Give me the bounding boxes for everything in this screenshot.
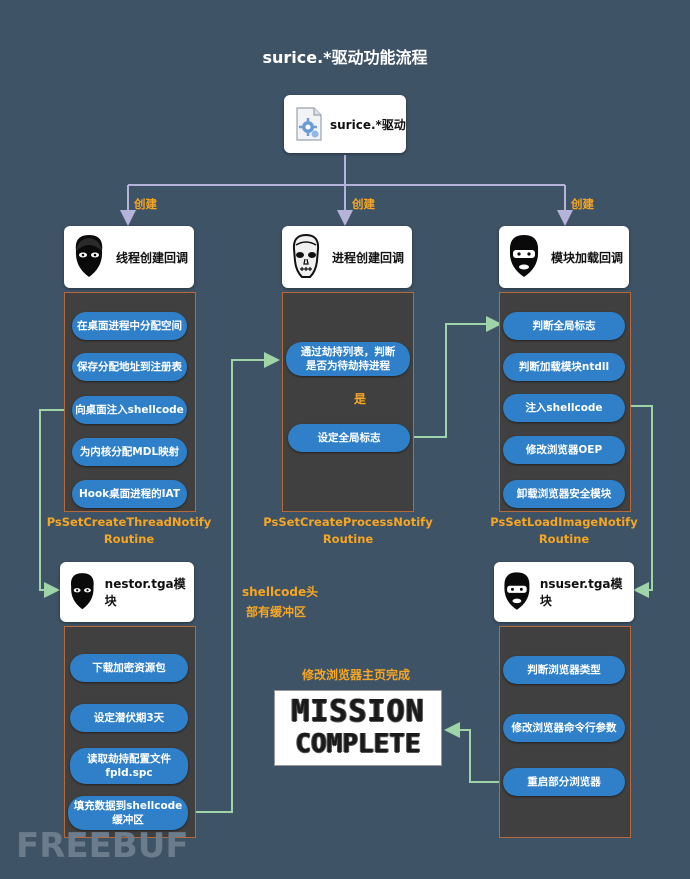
- process-routine-label: PsSetCreateProcessNotify Routine: [260, 514, 436, 548]
- thread-routine-line2: Routine: [103, 532, 155, 546]
- masked-hacker-icon: [75, 235, 103, 277]
- module-step-modify-oep: 修改浏览器OEP: [503, 436, 625, 464]
- process-routine-line1: PsSetCreateProcessNotify: [263, 515, 433, 529]
- nestor-step-fill-line1: 填充数据到shellcode: [73, 800, 183, 812]
- diagram-title: surice.*驱动功能流程: [262, 48, 428, 67]
- process-callback-label: 进程创建回调: [332, 250, 405, 265]
- balaclava-icon: [504, 572, 530, 610]
- thread-step-hook-iat: Hook桌面进程的IAT: [72, 480, 187, 508]
- nestor-step-dormancy: 设定潜伏期3天: [70, 704, 188, 732]
- process-step-check-hijack: 通过劫持列表，判断 是否为待劫持进程: [286, 342, 410, 376]
- nsuser-module-label: nsuser.tga模块: [539, 577, 623, 608]
- module-callback-card: 模块加载回调: [499, 226, 629, 288]
- process-step-check-line1: 通过劫持列表，判断: [300, 346, 396, 358]
- thread-callback-label: 线程创建回调: [116, 250, 189, 265]
- module-step-check-ntdll: 判断加载模块ntdll: [503, 353, 625, 381]
- thread-routine-line1: PsSetCreateThreadNotify: [46, 515, 212, 529]
- edge-label-create-mid: 创建: [352, 197, 375, 211]
- balaclava-icon: [509, 235, 539, 277]
- masked-hacker-icon: [70, 573, 94, 610]
- thread-callback-card: 线程创建回调: [64, 226, 194, 288]
- module-step-unload-security: 卸载浏览器安全模块: [503, 480, 625, 508]
- module-callback-label: 模块加载回调: [551, 250, 624, 265]
- nestor-step-read-config: 读取劫持配置文件 fpld.spc: [70, 748, 188, 784]
- thread-step-inject-shellcode: 向桌面注入shellcode: [72, 396, 187, 424]
- edge-label-create-right: 创建: [571, 197, 594, 211]
- connector-flag-to-module: [410, 316, 502, 438]
- nsuser-step-browser-type: 判断浏览器类型: [503, 656, 625, 684]
- edge-label-yes: 是: [354, 392, 367, 406]
- shellcode-note-line1: shellcode头: [242, 585, 319, 599]
- module-step-check-flag: 判断全局标志: [503, 312, 625, 340]
- process-panel: [282, 292, 414, 512]
- nestor-step-download: 下载加密资源包: [70, 654, 188, 682]
- thread-routine-label: PsSetCreateThreadNotify Routine: [40, 514, 218, 548]
- module-routine-line1: PsSetLoadImageNotify: [490, 515, 638, 529]
- thread-step-save-registry: 保存分配地址到注册表: [72, 353, 187, 381]
- nestor-step-read-config-line2: fpld.spc: [105, 767, 153, 779]
- edge-label-create-left: 创建: [134, 197, 157, 211]
- nestor-step-fill-line2: 缓冲区: [112, 814, 144, 826]
- process-step-set-flag: 设定全局标志: [288, 424, 410, 452]
- thread-step-allocate: 在桌面进程中分配空间: [72, 312, 187, 340]
- shellcode-buffer-note: shellcode头 部有缓冲区: [242, 582, 318, 622]
- module-step-inject-shellcode: 注入shellcode: [503, 394, 625, 422]
- connector-restart-to-mission: [444, 722, 500, 783]
- process-callback-card: 进程创建回调: [282, 226, 412, 288]
- nsuser-step-modify-cmdline: 修改浏览器命令行参数: [503, 714, 625, 742]
- nestor-module-label: nestor.tga模块: [104, 577, 186, 608]
- module-routine-line2: Routine: [538, 532, 590, 546]
- gear-file-icon: [296, 107, 322, 141]
- skull-face-icon: [292, 233, 320, 278]
- shellcode-note-line2: 部有缓冲区: [246, 605, 307, 619]
- connector-inject-to-nsuser: [625, 405, 653, 598]
- freebuf-watermark: FREEBUF: [16, 826, 189, 866]
- process-step-check-line2: 是否为待劫持进程: [306, 360, 390, 372]
- connector-fill-to-process: [187, 352, 280, 813]
- nsuser-module-card: nsuser.tga模块: [494, 562, 634, 622]
- mission-complete-stamp: MISSION COMPLETE: [274, 690, 442, 766]
- thread-step-kernel-mdl: 为内核分配MDL映射: [72, 438, 187, 466]
- nestor-module-card: nestor.tga模块: [60, 562, 194, 622]
- process-routine-line2: Routine: [322, 532, 374, 546]
- connector-inject-to-nestor: [39, 409, 72, 598]
- homepage-modified-label: 修改浏览器主页完成: [302, 668, 411, 682]
- nestor-step-read-config-line1: 读取劫持配置文件: [87, 753, 171, 765]
- driver-card: surice.*驱动: [284, 95, 406, 153]
- nsuser-step-restart-browsers: 重启部分浏览器: [503, 768, 625, 796]
- module-routine-label: PsSetLoadImageNotify Routine: [476, 514, 652, 548]
- mission-line2: COMPLETE: [295, 729, 421, 759]
- driver-label: surice.*驱动: [330, 117, 406, 132]
- mission-line1: MISSION: [291, 694, 425, 729]
- nestor-step-fill-buffer: 填充数据到shellcode 缓冲区: [68, 796, 188, 830]
